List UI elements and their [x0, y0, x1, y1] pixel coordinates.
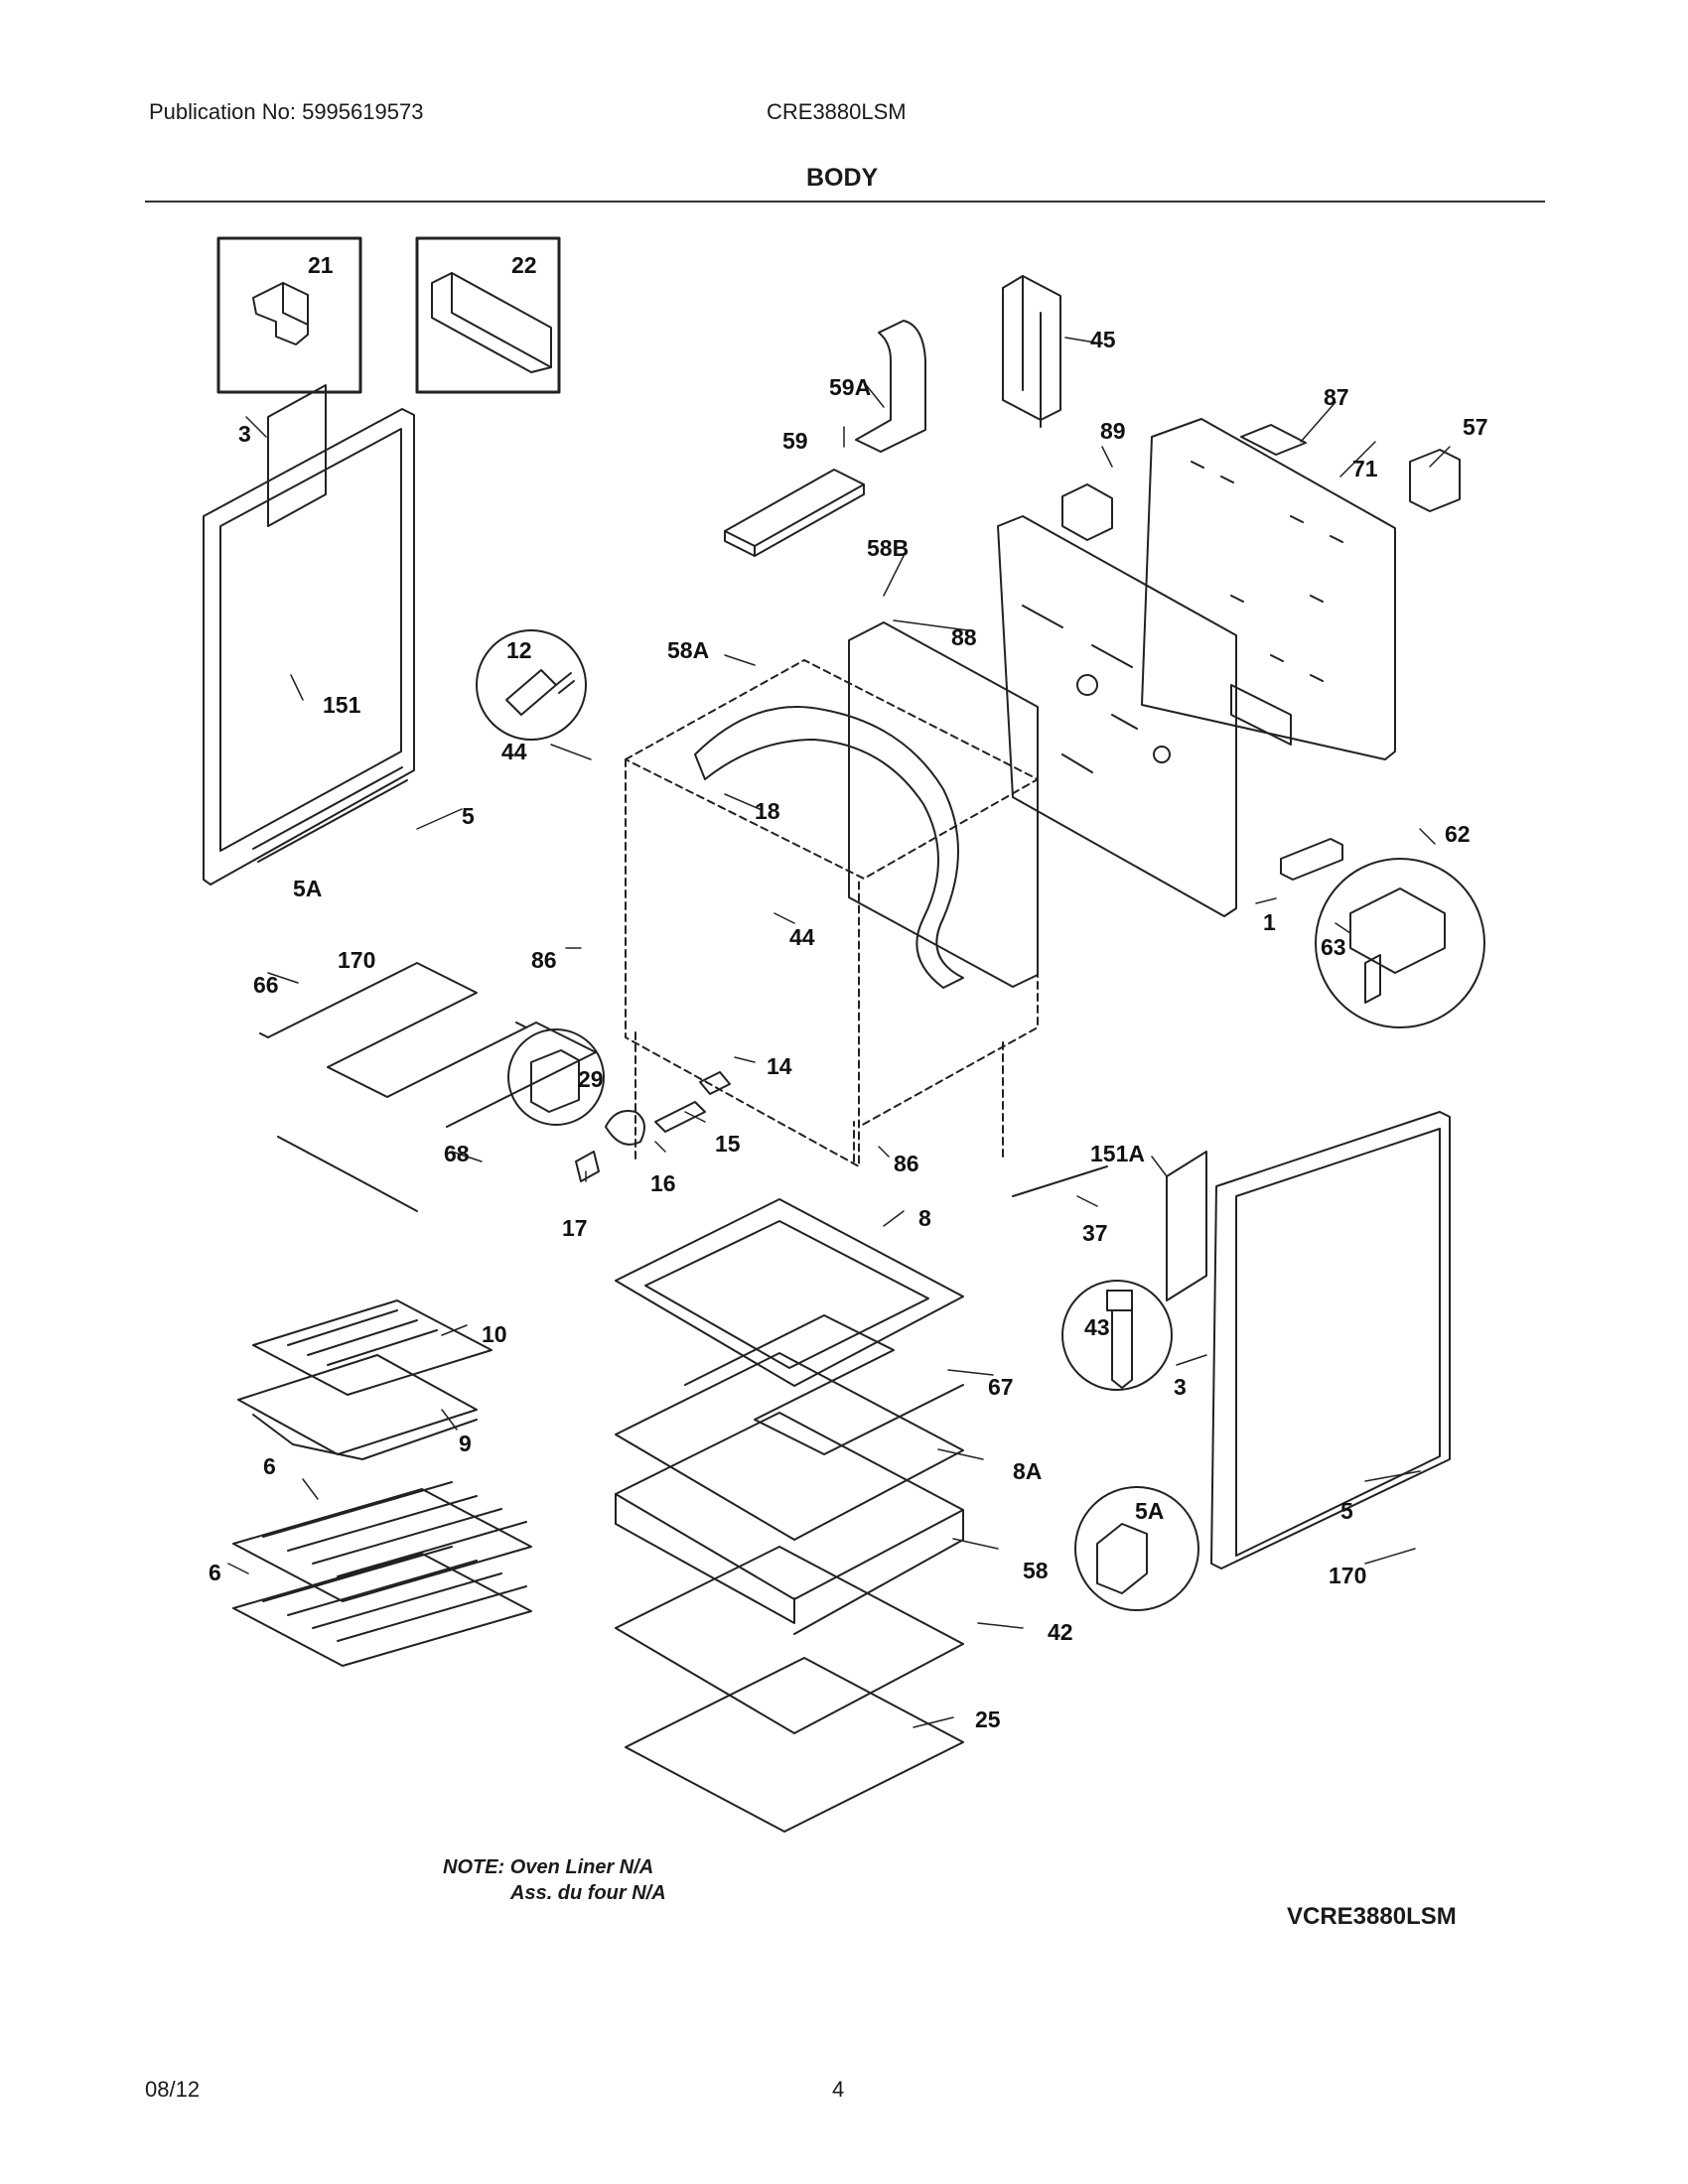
broil-pan-9 [237, 1354, 478, 1460]
callout-151: 151 [323, 692, 361, 718]
part-57 [1409, 449, 1461, 512]
note-line-2: Ass. du four N/A [510, 1882, 666, 1904]
callout-5: 5 [462, 803, 475, 829]
callout-58b: 58B [867, 535, 909, 561]
diagram-code: VCRE3880LSM [1287, 1903, 1457, 1930]
detail-circle-5a [1074, 1486, 1199, 1611]
callout-170: 170 [338, 947, 375, 973]
broil-wire-68 [277, 1136, 418, 1212]
note-line-1: NOTE: Oven Liner N/A [443, 1856, 654, 1878]
callout-3: 3 [238, 421, 251, 447]
callout-6-upper: 6 [263, 1453, 276, 1479]
oven-bottom-8 [615, 1198, 964, 1387]
insulation-58b [694, 621, 1039, 989]
callout-151a: 151A [1090, 1141, 1145, 1166]
callout-10: 10 [482, 1321, 507, 1347]
callout-8a: 8A [1013, 1458, 1042, 1484]
duct-59 [724, 469, 865, 557]
callout-87: 87 [1324, 384, 1349, 410]
inset-part-22 [415, 236, 561, 394]
callout-86b: 86 [894, 1151, 919, 1176]
clip-17 [575, 1151, 600, 1182]
model-number: CRE3880LSM [767, 99, 907, 124]
side-panel-right [1210, 1111, 1451, 1570]
callout-14: 14 [767, 1053, 792, 1079]
callout-17: 17 [562, 1215, 588, 1241]
part-87 [1240, 424, 1307, 456]
leader-lines [227, 337, 1451, 1728]
detail-circle-62 [1280, 838, 1485, 1028]
oven-rack-lower [232, 1546, 532, 1667]
insulation-58 [615, 1412, 964, 1635]
callout-43: 43 [1084, 1314, 1110, 1340]
duct-59a [855, 320, 926, 453]
callout-67: 67 [988, 1374, 1014, 1400]
tray-8a [615, 1352, 964, 1541]
callout-57: 57 [1463, 414, 1488, 440]
panel-42 [615, 1546, 964, 1734]
callout-labels: 21 22 3 151 5 5A 170 45 59A 59 89 87 57 … [209, 252, 1488, 1732]
bracket-89 [1061, 483, 1113, 541]
callout-58a: 58A [667, 637, 709, 663]
callout-45: 45 [1090, 327, 1116, 352]
callout-5a-right: 5A [1135, 1498, 1164, 1524]
section-title: BODY [806, 164, 879, 192]
callout-18: 18 [755, 798, 780, 824]
footer-date: 08/12 [145, 2077, 201, 2102]
callout-3b: 3 [1174, 1374, 1187, 1400]
bulb-15 [654, 1101, 706, 1133]
callout-15: 15 [715, 1131, 741, 1157]
callout-71: 71 [1352, 456, 1378, 481]
panel-25 [625, 1657, 964, 1833]
callout-8: 8 [918, 1205, 931, 1231]
bake-element-67 [684, 1314, 964, 1455]
oven-cavity [625, 659, 1039, 1167]
callout-9: 9 [459, 1431, 472, 1456]
inset-part-21 [216, 236, 362, 394]
back-panel-71 [1141, 418, 1396, 760]
callout-16: 16 [650, 1170, 676, 1196]
callout-66: 66 [253, 972, 279, 998]
callout-88: 88 [951, 624, 977, 650]
oven-rack-upper [232, 1481, 532, 1602]
callout-59a: 59A [829, 374, 871, 400]
bracket-151a [1166, 1151, 1207, 1301]
callout-1: 1 [1263, 909, 1276, 935]
detail-circle-43 [1061, 1280, 1173, 1391]
bake-element-66 [259, 962, 597, 1128]
callout-44b: 44 [789, 924, 815, 950]
side-panel-left [203, 384, 415, 886]
callout-22: 22 [511, 252, 537, 278]
callout-21: 21 [308, 252, 334, 278]
callout-170b: 170 [1329, 1563, 1366, 1588]
lens-16 [605, 1110, 645, 1146]
callout-44: 44 [501, 739, 527, 764]
callout-5a: 5A [293, 876, 322, 901]
broil-pan-10 [252, 1299, 492, 1396]
socket-14 [699, 1071, 731, 1095]
callout-68: 68 [444, 1141, 470, 1166]
rod-37 [1012, 1165, 1108, 1197]
callout-63: 63 [1321, 934, 1346, 960]
callout-37: 37 [1082, 1220, 1108, 1246]
callout-29: 29 [578, 1066, 604, 1092]
callout-12: 12 [506, 637, 532, 663]
page-number: 4 [832, 2077, 845, 2102]
callout-58: 58 [1023, 1558, 1049, 1583]
callout-5b: 5 [1340, 1498, 1353, 1524]
callout-25: 25 [975, 1706, 1001, 1732]
callout-42: 42 [1048, 1619, 1073, 1645]
header-rule [145, 201, 1545, 203]
callout-62: 62 [1445, 821, 1471, 847]
callout-59: 59 [782, 428, 808, 454]
callout-86: 86 [531, 947, 557, 973]
publication-number: Publication No: 5995619573 [149, 99, 424, 124]
detail-circle-12 [476, 629, 587, 741]
mounting-panel-1 [997, 515, 1237, 917]
detail-circle-29 [507, 1028, 605, 1126]
callout-6-lower: 6 [209, 1560, 221, 1585]
bracket-45 [1002, 275, 1061, 428]
callout-89: 89 [1100, 418, 1126, 444]
